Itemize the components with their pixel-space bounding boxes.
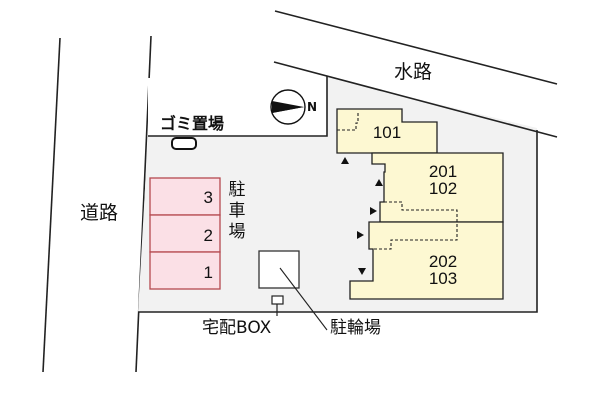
entrance-arrow-icon [357,231,364,239]
entrance-arrow-icon [358,268,366,275]
bicycle-parking-label: 駐輪場 [330,318,381,338]
road-label: 道路 [80,202,119,224]
waterway-label: 水路 [394,61,433,83]
parking-space-number: 1 [203,263,213,282]
parking-space-1 [149,251,221,290]
parking-space-number: 2 [203,226,213,245]
waterway-edge-upper [274,10,558,85]
delivery-box-label: 宅配BOX [202,318,272,338]
parking-label: 駐 車 場 [228,180,246,242]
garbage-area-label: ゴミ置場 [160,114,225,133]
unit-101-label: 101 [372,123,402,142]
site-boundary-north [148,76,328,137]
garbage-bin-icon [171,137,197,150]
road-edge-left [42,37,61,373]
entrance-arrow-icon [370,207,377,215]
entrance-arrow-icon [375,179,383,186]
unit-101-outline [336,108,438,154]
site-boundary-east-south [138,130,538,313]
entrance-arrow-icon [341,157,349,164]
parking-area [149,177,221,290]
unit-202-103-label: 202 103 [428,252,458,289]
bicycle-parking-leader [279,267,328,331]
unit-201-102-label: 201 102 [428,162,458,199]
north-arrow-icon [270,89,306,125]
waterway-edge-lower [273,61,558,138]
bicycle-parking-area [258,250,300,289]
compass-north-label: N [307,100,318,114]
building [336,108,504,300]
delivery-box-icon [271,295,284,305]
parking-space-number: 3 [203,188,213,207]
unit-202-103-outline [349,221,504,300]
